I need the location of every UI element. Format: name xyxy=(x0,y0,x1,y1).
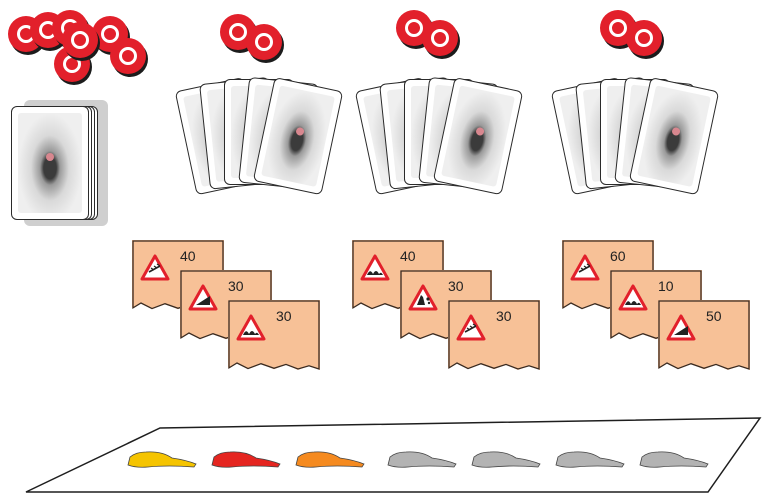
race-board xyxy=(0,0,774,499)
